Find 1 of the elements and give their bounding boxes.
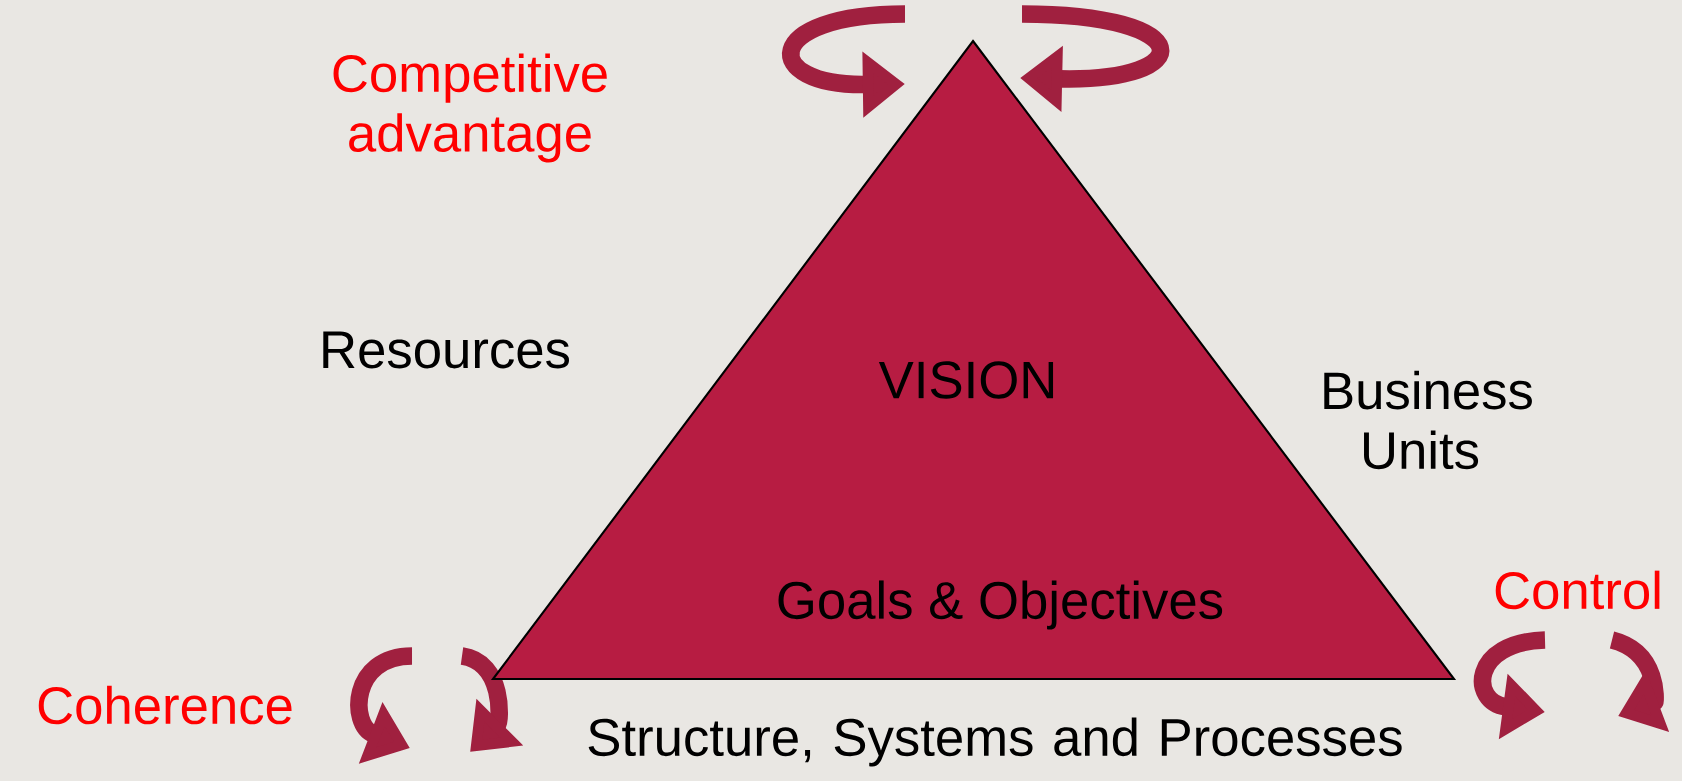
text-label: Coherence: [38, 685, 292, 725]
